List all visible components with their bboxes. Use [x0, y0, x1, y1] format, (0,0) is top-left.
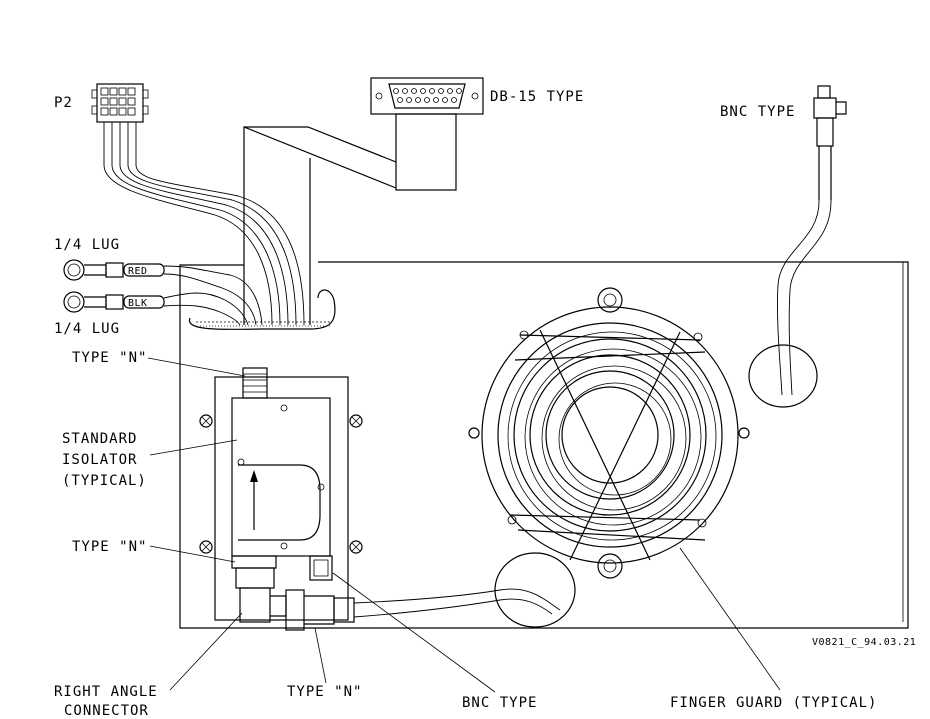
red-wire-label: RED — [128, 266, 148, 277]
isolator-label: ISOLATOR — [62, 452, 137, 468]
type-n-top-label: TYPE "N" — [72, 350, 147, 366]
bnc-connector-top — [749, 86, 846, 407]
connector-label: CONNECTOR — [64, 703, 149, 719]
fan-finger-guard — [469, 288, 749, 578]
type-n-bottom-label: TYPE "N" — [287, 684, 362, 700]
bnc-type-top-label: BNC TYPE — [720, 104, 795, 120]
p2-harness — [104, 122, 304, 325]
bnc-type-bottom-label: BNC TYPE — [462, 695, 537, 711]
typical-label: (TYPICAL) — [62, 473, 147, 489]
lug-bottom-label: 1/4 LUG — [54, 321, 120, 337]
finger-guard-label: FINGER GUARD (TYPICAL) — [670, 695, 877, 711]
right-angle-label: RIGHT ANGLE — [54, 684, 158, 700]
blk-wire-label: BLK — [128, 298, 148, 309]
drawing-id-label: V0821_C_94.03.21 — [812, 637, 916, 648]
standard-label: STANDARD — [62, 431, 137, 447]
lug-red — [64, 260, 262, 325]
chassis-plate — [180, 262, 908, 628]
ribbon-cable — [244, 127, 396, 325]
type-n-mid-label: TYPE "N" — [72, 539, 147, 555]
p2-label: P2 — [54, 95, 73, 111]
db15-connector — [371, 78, 483, 190]
lug-top-label: 1/4 LUG — [54, 237, 120, 253]
db15-type-label: DB-15 TYPE — [490, 89, 584, 105]
p2-connector — [92, 84, 148, 122]
